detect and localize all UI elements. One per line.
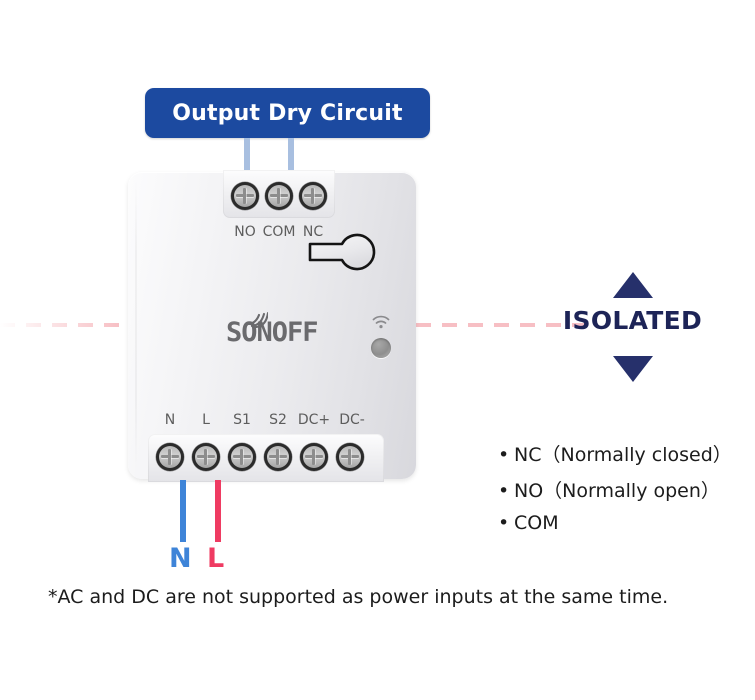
wire-label-live: L [207,543,225,574]
arrow-up-icon [613,272,653,298]
legend-item-label: NC（Normally closed） [514,444,732,466]
brand-logo: SONOFF [226,305,351,348]
screw-terminal-nc [299,182,327,210]
banner-label: Output Dry Circuit [172,100,403,126]
wire-neutral [180,480,186,542]
output-dry-circuit-banner: Output Dry Circuit [145,88,430,138]
isolation-line-fade [0,317,120,333]
legend-item-label: COM [514,512,559,534]
legend-bullet: • [498,512,510,534]
screw-terminal-no [231,182,259,210]
terminal-label-nc: NC [302,224,324,240]
screw-terminal-s2 [264,443,292,471]
legend-bullet: • [498,444,510,466]
screw-slot-vertical [204,449,207,465]
screw-terminal-dc-plus [300,443,328,471]
screw-slot-vertical [276,449,279,465]
terminal-label-n: N [164,412,176,428]
legend-item-nc: • NC（Normally closed） [498,440,748,467]
contact-type-legend: • NC（Normally closed） • NO（Normally open… [498,440,748,543]
screw-slot-vertical [348,449,351,465]
banner-connector-line-left [244,138,250,176]
isolated-indicator: ISOLATED [540,272,725,382]
arrow-down-icon [613,356,653,382]
wire-live [215,480,221,542]
screw-slot-vertical [243,188,246,204]
legend-item-label: NO（Normally open） [514,480,720,502]
isolated-label: ISOLATED [562,306,703,335]
wire-label-neutral: N [169,543,192,574]
screw-terminal-s1 [228,443,256,471]
wifi-icon [372,315,390,329]
terminal-label-com: COM [262,224,296,240]
signal-wave-icon [247,311,268,328]
screw-terminal-dc-minus [336,443,364,471]
screw-slot-vertical [168,449,171,465]
screw-slot-vertical [312,449,315,465]
footnote-text: *AC and DC are not supported as power in… [48,586,669,608]
legend-item-com: • COM [498,512,748,534]
legend-item-no: • NO（Normally open） [498,476,748,503]
led-indicator [371,338,391,358]
keyhole-mount-icon [308,233,376,271]
screw-terminal-l [192,443,220,471]
legend-bullet: • [498,480,510,502]
screw-terminal-com [265,182,293,210]
screw-slot-vertical [240,449,243,465]
terminal-label-no: NO [234,224,256,240]
brand-name: SONOFF [226,317,319,348]
device-seam [135,178,137,473]
terminal-label-s1: S1 [233,412,251,428]
banner-connector-line-right [288,138,294,176]
terminal-label-l: L [202,412,210,428]
terminal-label-s2: S2 [269,412,287,428]
screw-terminal-n [156,443,184,471]
terminal-label-dc-minus: DC- [339,412,365,428]
terminal-label-dc-plus: DC+ [297,412,331,428]
device-shell [128,172,416,479]
screw-slot-vertical [277,188,280,204]
screw-slot-vertical [311,188,314,204]
sonoff-relay-device: NO COM NC SONOFF N L S1 S2 DC+ DC- [128,170,416,482]
